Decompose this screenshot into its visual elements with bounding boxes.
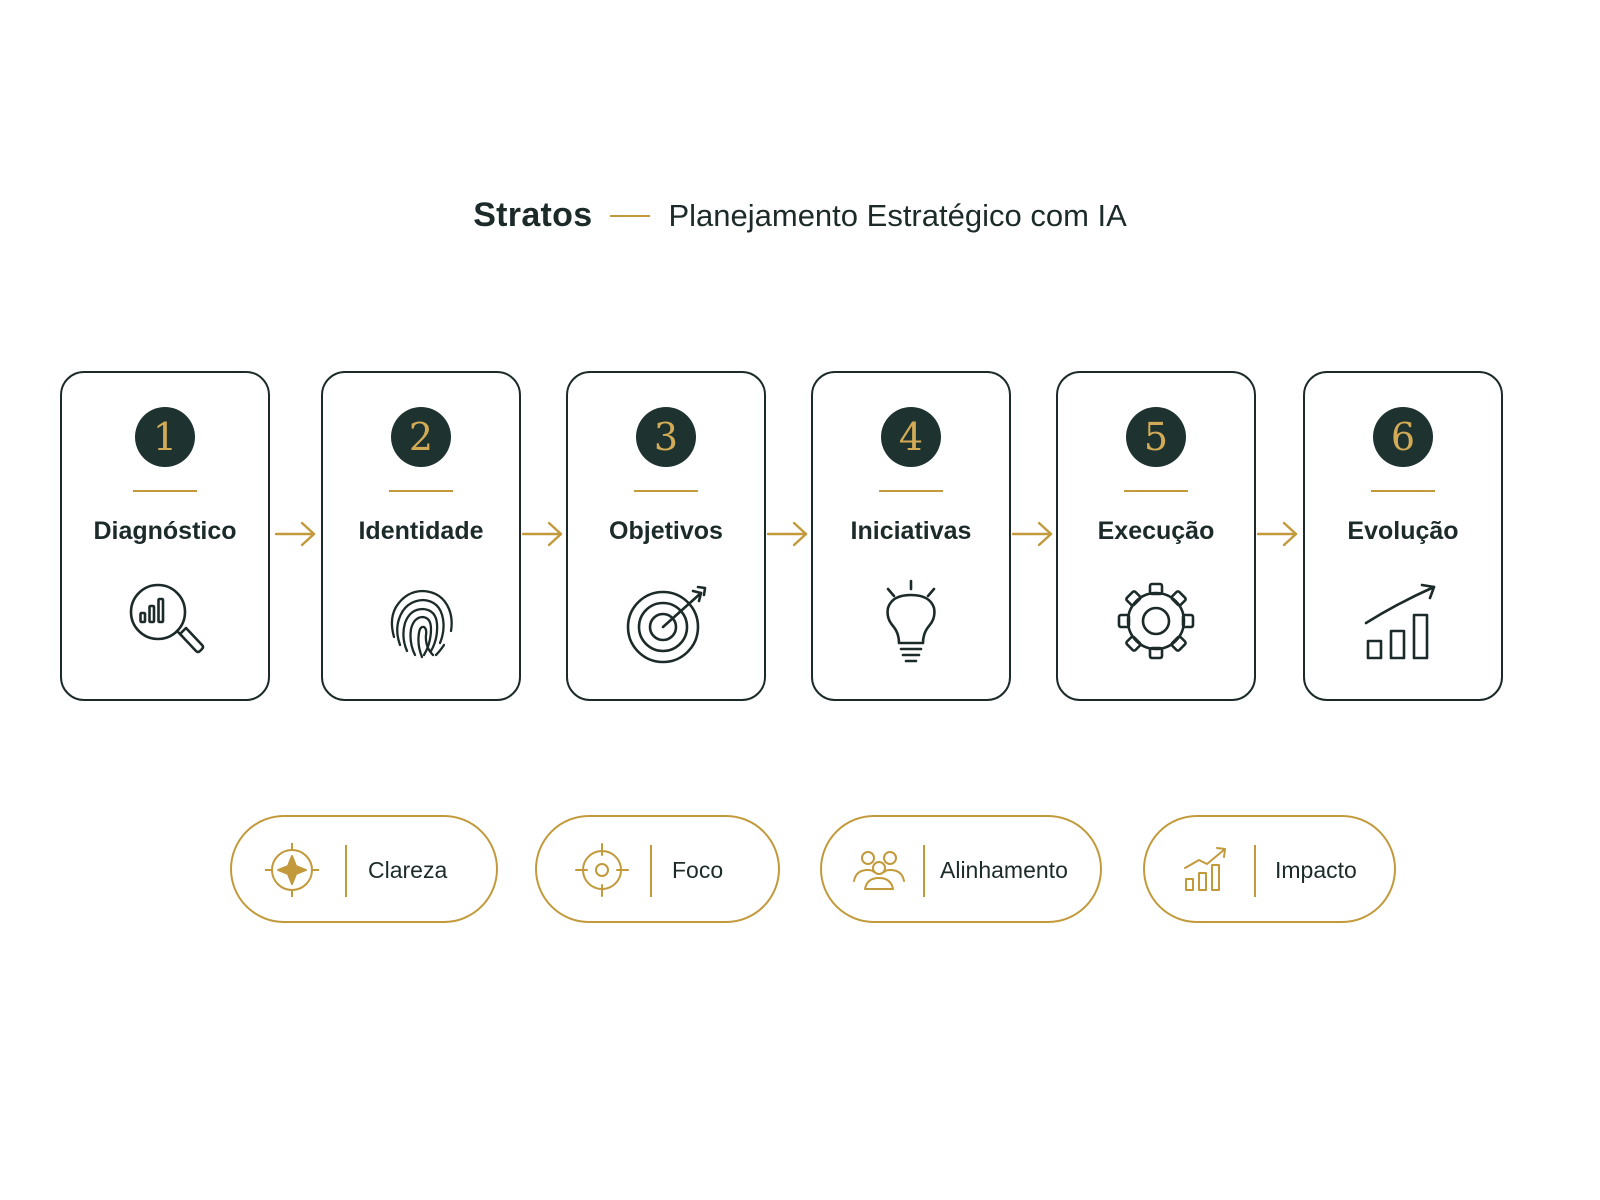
pill-divider [345, 845, 347, 897]
crosshair-icon [573, 841, 631, 899]
pill-divider [1254, 845, 1256, 897]
value-pill-impacto: Impacto [1143, 815, 1396, 923]
value-label: Alinhamento [940, 857, 1068, 883]
step-number: 5 [1126, 407, 1186, 467]
brand-name: Stratos [473, 196, 593, 234]
step-divider [133, 490, 197, 492]
step-number: 2 [391, 407, 451, 467]
step-card-execucao: 5 Execução [1056, 371, 1256, 701]
magnifier-chart-icon [120, 579, 210, 669]
step-title: Iniciativas [850, 517, 972, 545]
arrow-right-icon [1256, 519, 1300, 549]
step-number: 6 [1373, 407, 1433, 467]
value-pill-foco: Foco [535, 815, 780, 923]
growth-chart-icon [1358, 579, 1448, 669]
header-divider [610, 214, 651, 217]
gear-icon [1111, 579, 1201, 669]
value-label: Impacto [1275, 857, 1357, 883]
arrow-right-icon [521, 519, 565, 549]
step-divider [1371, 490, 1435, 492]
step-title: Execução [1097, 517, 1215, 545]
step-number: 3 [636, 407, 696, 467]
step-number: 1 [135, 407, 195, 467]
compass-icon [263, 841, 321, 899]
header: Stratos Planejamento Estratégico com IA [0, 196, 1600, 235]
step-card-identidade: 2 Identidade [321, 371, 521, 701]
target-arrow-icon [621, 579, 711, 669]
step-divider [389, 490, 453, 492]
step-title: Diagnóstico [93, 517, 237, 545]
step-card-evolucao: 6 Evolução [1303, 371, 1503, 701]
step-card-iniciativas: 4 Iniciativas [811, 371, 1011, 701]
arrow-right-icon [766, 519, 810, 549]
step-divider [1124, 490, 1188, 492]
arrow-right-icon [1011, 519, 1055, 549]
growth-chart-icon [1181, 841, 1239, 899]
pill-divider [650, 845, 652, 897]
step-title: Objetivos [609, 517, 723, 545]
step-title: Evolução [1347, 517, 1459, 545]
step-title: Identidade [358, 517, 484, 545]
value-label: Clareza [368, 857, 448, 883]
value-pill-clareza: Clareza [230, 815, 498, 923]
team-icon [850, 841, 908, 899]
value-label: Foco [672, 857, 724, 883]
pill-divider [923, 845, 925, 897]
step-divider [879, 490, 943, 492]
step-divider [634, 490, 698, 492]
lightbulb-icon [866, 579, 956, 669]
step-number: 4 [881, 407, 941, 467]
process-steps: 1 Diagnóstico 2 Identidade [60, 371, 1543, 706]
page-title: Planejamento Estratégico com IA [668, 197, 1127, 233]
step-card-diagnostico: 1 Diagnóstico [60, 371, 270, 701]
fingerprint-icon [376, 579, 466, 669]
arrow-right-icon [274, 519, 318, 549]
step-card-objetivos: 3 Objetivos [566, 371, 766, 701]
value-pill-alinhamento: Alinhamento [820, 815, 1102, 923]
